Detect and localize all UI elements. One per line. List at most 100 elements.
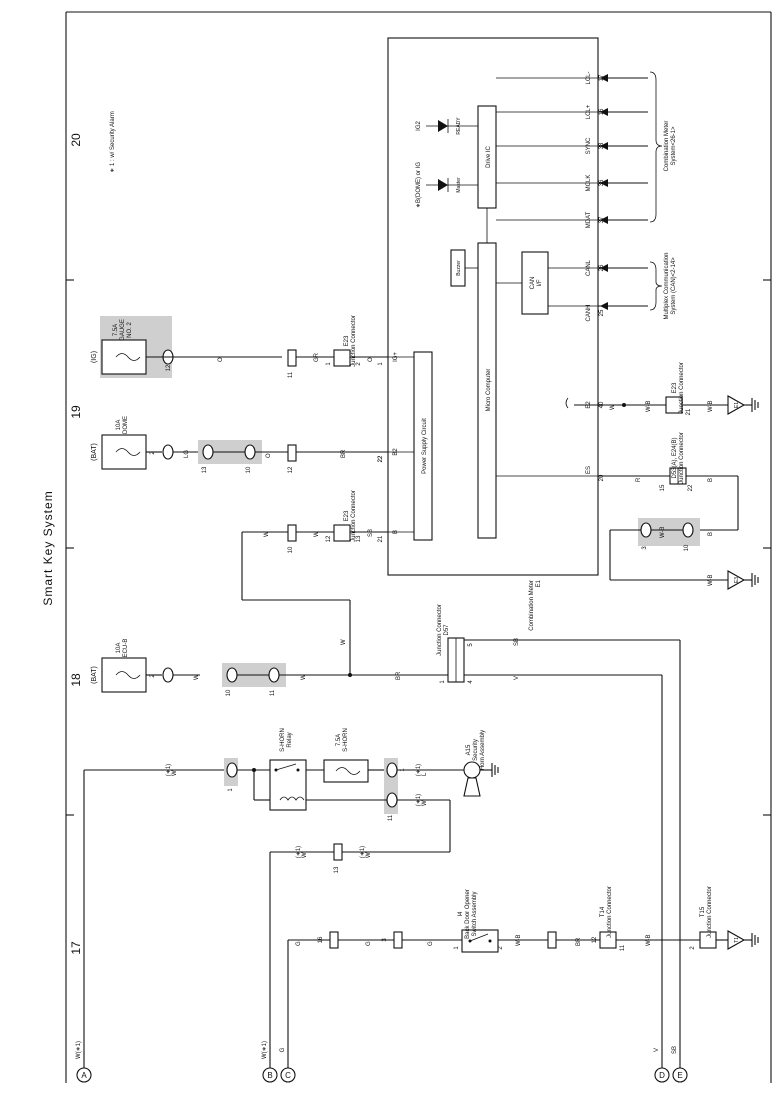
link-b: B W(∗1) (262, 1041, 278, 1083)
svg-text:12: 12 (326, 535, 332, 542)
fuse-symbol-icon (115, 671, 141, 679)
svg-text:Junction Connector: Junction Connector (351, 490, 357, 542)
svg-text:2: 2 (150, 451, 156, 455)
svg-text:A15: A15 (466, 744, 472, 755)
svg-text:(∗1): (∗1) (416, 794, 422, 806)
svg-text:1: 1 (440, 680, 446, 684)
svg-text:Combination Meter: Combination Meter (529, 580, 535, 631)
svg-text:3: 3 (642, 546, 648, 550)
svg-text:15: 15 (660, 484, 666, 491)
ready-led-icon: READY IG2 (416, 117, 478, 135)
svg-text:Junction Connector: Junction Connector (707, 886, 713, 938)
svg-text:Horn Assembly: Horn Assembly (480, 730, 486, 770)
supply-label-bat-2: (BAT) (91, 443, 98, 461)
supply-label-ig: (IG) (91, 351, 98, 363)
svg-text:W(∗1): W(∗1) (76, 1041, 82, 1059)
svg-text:Master: Master (456, 177, 462, 193)
svg-text:7.5A: 7.5A (336, 734, 342, 746)
svg-text:Buzzer: Buzzer (456, 260, 462, 276)
column-number-19: 19 (69, 405, 83, 419)
svg-text:Back Door Opener: Back Door Opener (465, 889, 471, 939)
svg-text:5: 5 (468, 643, 474, 647)
page-title: Smart Key System (41, 490, 55, 605)
svg-text:Junction Connector: Junction Connector (679, 362, 685, 414)
svg-text:R: R (636, 477, 642, 482)
svg-text:L: L (422, 772, 428, 776)
master-led-icon: Master ∗B(DOME) or IG (416, 162, 478, 208)
svg-text:E23: E23 (344, 510, 350, 521)
svg-text:SB: SB (672, 1046, 678, 1054)
svg-text:GAUGE: GAUGE (120, 319, 126, 341)
svg-text:13: 13 (356, 535, 362, 542)
svg-text:G: G (366, 941, 372, 946)
svg-text:BR: BR (576, 937, 582, 946)
svg-text:O: O (368, 357, 374, 362)
svg-text:25: 25 (599, 309, 605, 316)
svg-text:W-B: W-B (516, 934, 522, 946)
svg-text:W-B: W-B (708, 400, 714, 412)
svg-text:11: 11 (288, 371, 294, 378)
relay-coil-icon (279, 796, 305, 801)
svg-text:20: 20 (599, 474, 605, 481)
svg-text:W: W (422, 800, 428, 806)
svg-text:Micro Computer: Micro Computer (486, 369, 492, 412)
svg-text:READY: READY (456, 117, 462, 135)
link-e: E SB (672, 1046, 688, 1083)
s-horn-circuit: (∗1) W 1 S-HORN Relay 7.5A S-HORN 1 11 (… (84, 728, 499, 826)
svg-text:W(∗1): W(∗1) (262, 1041, 268, 1059)
junction-d57: D57 Junction Connector 1 4 5 SB V (437, 604, 681, 1068)
back-door-switch (461, 929, 499, 953)
svg-text:W-B: W-B (646, 400, 652, 412)
svg-text:11: 11 (388, 814, 394, 821)
svg-text:A: A (81, 1071, 87, 1080)
svg-text:T1: T1 (734, 937, 740, 943)
svg-text:W: W (301, 674, 307, 680)
svg-text:W: W (172, 770, 178, 776)
svg-text:10: 10 (226, 689, 232, 696)
link-c: C G (280, 1047, 296, 1083)
svg-text:G: G (428, 941, 434, 946)
svg-text:W-B: W-B (660, 526, 666, 538)
svg-text:1: 1 (228, 788, 234, 792)
svg-text:Combination Meter: Combination Meter (664, 121, 670, 172)
svg-text:(∗1): (∗1) (296, 846, 302, 858)
svg-text:Relay: Relay (287, 732, 293, 747)
fuse-symbol-icon (115, 448, 141, 456)
svg-text:BR: BR (396, 671, 402, 680)
link-d: D V (654, 1048, 670, 1083)
fuse-ecu-b: (BAT) 10A ECU-B 2 (91, 639, 156, 693)
svg-text:10A: 10A (116, 420, 122, 431)
svg-text:LG: LG (184, 450, 190, 458)
svg-text:I4: I4 (458, 911, 464, 917)
svg-text:1: 1 (326, 362, 332, 366)
svg-text:Junction Connector: Junction Connector (437, 604, 443, 656)
svg-text:B: B (267, 1071, 272, 1080)
svg-text:13: 13 (202, 466, 208, 473)
svg-text:10: 10 (684, 544, 690, 551)
supply-label-bat: (BAT) (91, 666, 98, 684)
svg-text:Security: Security (473, 739, 479, 761)
svg-text:12: 12 (288, 466, 294, 473)
svg-text:D57: D57 (444, 624, 450, 636)
svg-text:B: B (708, 478, 714, 482)
svg-text:4: 4 (468, 680, 474, 684)
svg-text:ES: ES (586, 466, 592, 474)
svg-text:BR: BR (341, 449, 347, 458)
svg-text:2: 2 (356, 362, 362, 366)
svg-text:7.5A: 7.5A (113, 324, 119, 336)
e2-ground-circuit: W W-B E23 Junction Connector 21 W-B E1 (565, 362, 759, 415)
svg-text:S-HORN: S-HORN (343, 728, 349, 752)
svg-text:∗B(DOME) or IG: ∗B(DOME) or IG (416, 162, 422, 208)
combination-meter-e1: E1 Combination Meter Power Supply Circui… (326, 37, 605, 631)
svg-text:CANH: CANH (586, 304, 592, 321)
footnote: ∗ 1 : w/ Security Alarm (110, 111, 116, 172)
svg-text:O: O (218, 357, 224, 362)
svg-text:V: V (654, 1048, 660, 1052)
svg-text:(∗1): (∗1) (360, 846, 366, 858)
svg-text:G: G (280, 1047, 286, 1052)
svg-text:System (CAN)<2-14>: System (CAN)<2-14> (671, 257, 677, 315)
svg-text:10: 10 (246, 466, 252, 473)
svg-text:E3: E3 (734, 577, 740, 583)
svg-text:Switch Assembly: Switch Assembly (472, 891, 478, 936)
